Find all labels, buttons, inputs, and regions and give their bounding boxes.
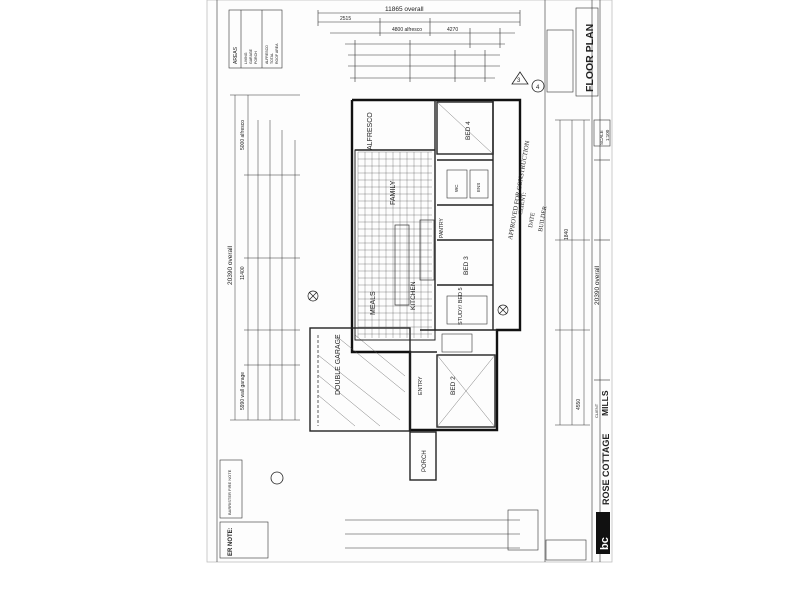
room-kitchen: KITCHEN <box>410 281 417 310</box>
room-meals: MEALS <box>370 291 377 315</box>
dim-4270: 4270 <box>447 27 458 33</box>
barrister-note: BARRISTER FIRE NOTE <box>227 469 232 515</box>
left-dimensions: 20390 overall 5000 alfresco 11400 5990 w… <box>227 94 300 421</box>
areas-row: TOTAL <box>270 53 274 64</box>
areas-table-heading: AREAS <box>233 46 239 64</box>
section-mark-3: 3 <box>517 78 521 84</box>
areas-row: GARAGE <box>249 48 253 64</box>
sheet-title: FLOOR PLAN <box>584 24 596 92</box>
title-block: FLOOR PLAN SCALE 1:100 CLIENT MILLS ROSE… <box>546 7 611 554</box>
areas-row: LIVING <box>244 52 248 64</box>
right-dimensions: 20390 overall 1840 4550 <box>555 119 601 426</box>
stamp-client: CLIENT: <box>518 192 528 216</box>
bottom-notes: BARRISTER FIRE NOTE ER NOTE: <box>219 459 587 561</box>
room-study: STUDY/ BED 5 <box>458 287 464 325</box>
room-bed4: BED 4 <box>465 121 472 140</box>
top-dimensions: 11865 overall 2515 4800 alfresco 4270 <box>317 6 521 82</box>
dim-4800: 4800 alfresco <box>392 27 422 33</box>
dim-overall-left: 20390 overall <box>227 245 234 285</box>
dim-1840: 1840 <box>564 229 570 240</box>
dim-4550: 4550 <box>576 399 582 410</box>
dim-2515: 2515 <box>340 16 351 22</box>
design-name: ROSE COTTAGE <box>601 434 611 505</box>
room-garage: DOUBLE GARAGE <box>335 334 342 395</box>
stamp-builder: BUILDER <box>538 206 548 233</box>
room-wc: WC <box>454 184 459 192</box>
room-ens: ENS <box>476 183 481 192</box>
dim-overall-top: 11865 overall <box>385 6 424 13</box>
client-label: CLIENT <box>594 403 599 418</box>
room-bed2: BED 2 <box>450 376 457 395</box>
section-mark-4: 4 <box>536 85 540 91</box>
areas-row: ALFRESCO <box>265 45 269 64</box>
room-entry: ENTRY <box>418 376 424 395</box>
areas-table: AREAS LIVING GARAGE PORCH ALFRESCO TOTAL… <box>228 9 283 69</box>
scale-label: SCALE <box>599 130 604 145</box>
room-porch: PORCH <box>422 450 428 472</box>
room-family: FAMILY <box>390 180 397 205</box>
room-bed3: BED 3 <box>463 256 470 275</box>
stamp-date: DATE <box>528 212 537 228</box>
scale-value: 1:100 <box>605 129 610 141</box>
client-name: MILLS <box>600 390 610 416</box>
floor-plan: ALFRESCO FAMILY MEALS KITCHEN PANTRY BED… <box>309 98 522 481</box>
areas-row: ROOF AREA <box>275 43 279 64</box>
room-pantry: PANTRY <box>439 218 445 238</box>
dim-5000: 5000 alfresco <box>240 120 246 150</box>
dim-11400: 11400 <box>240 266 246 280</box>
room-alfresco: ALFRESCO <box>367 112 374 150</box>
section-markers: 3 4 <box>270 71 545 485</box>
dim-overall-right: 20390 overall <box>594 265 601 305</box>
brand-mark: bc <box>599 537 611 550</box>
builder-note: ER NOTE: <box>228 527 234 556</box>
dim-5990: 5990 wall garage <box>240 372 246 410</box>
areas-row: PORCH <box>254 51 258 64</box>
